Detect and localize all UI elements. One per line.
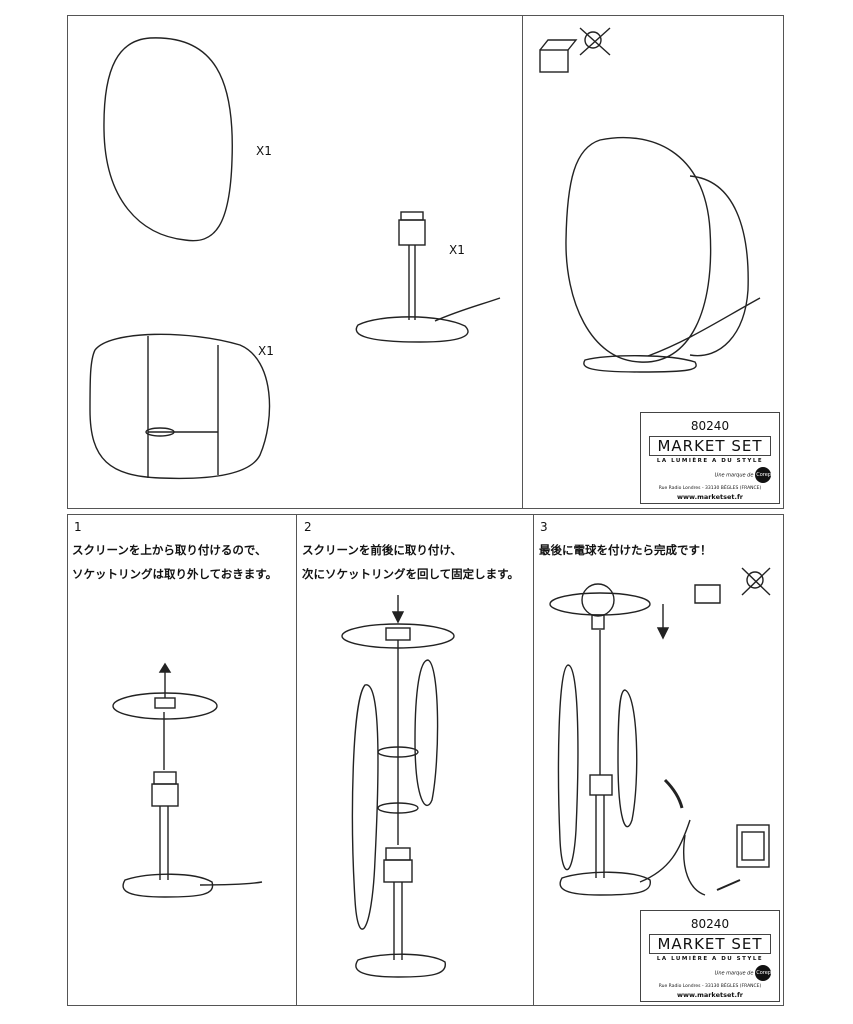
- wide-shade-illustration: [89, 333, 271, 480]
- brand-box-bottom: 80240 MARKET SET LA LUMIÈRE A DU STYLE U…: [640, 910, 780, 1002]
- brand-box-top: 80240 MARKET SET LA LUMIÈRE A DU STYLE U…: [640, 412, 780, 504]
- step-1-illustration: [112, 662, 263, 898]
- brand-tagline: LA LUMIÈRE A DU STYLE: [656, 956, 764, 962]
- tall-shade-quantity: X1: [256, 144, 272, 158]
- assembled-panel: [522, 15, 784, 509]
- step-2-number: 2: [304, 520, 312, 534]
- brand-address: Rue Radio Londres - 33130 BÈGLES (FRANCE…: [658, 984, 762, 989]
- step-3-text: 最後に電球を付けたら完成です！: [539, 538, 712, 562]
- step-1-line-1: スクリーンを上から取り付けるので、: [72, 543, 267, 557]
- brand-parent: Une marque de Corep: [641, 965, 771, 981]
- step-3-number: 3: [540, 520, 548, 534]
- step-2-line-1: スクリーンを前後に取り付け、: [302, 543, 462, 557]
- wide-shade-quantity: X1: [258, 344, 274, 358]
- step-1-number: 1: [74, 520, 82, 534]
- step-1-text: スクリーンを上から取り付けるので、ソケットリングは取り外しておきます。: [72, 538, 277, 586]
- assembled-lamp-illustration: [539, 27, 761, 373]
- product-code: 80240: [690, 917, 730, 931]
- brand-website: www.marketset.fr: [677, 493, 743, 501]
- parent-label: Une marque de: [714, 472, 754, 479]
- product-code: 80240: [690, 419, 730, 433]
- parent-label: Une marque de: [714, 970, 754, 977]
- brand-tagline: LA LUMIÈRE A DU STYLE: [656, 458, 764, 464]
- brand-logo: MARKET SET: [649, 934, 771, 954]
- brand-address: Rue Radio Londres - 33130 BÈGLES (FRANCE…: [658, 486, 762, 491]
- base-quantity: X1: [449, 243, 465, 257]
- step-2-illustration: [341, 595, 455, 978]
- step-3-line-1: 最後に電球を付けたら完成です！: [539, 543, 712, 557]
- step-2-line-2: 次にソケットリングを回して固定します。: [302, 567, 520, 581]
- step-3-panel: [533, 514, 784, 1006]
- lamp-base-illustration: [355, 211, 501, 343]
- tall-shade-illustration: [103, 37, 233, 242]
- brand-website: www.marketset.fr: [677, 991, 743, 999]
- corep-logo: Corep: [755, 467, 771, 483]
- step-3-illustration: [549, 567, 771, 896]
- step-1-line-2: ソケットリングは取り外しておきます。: [72, 567, 278, 581]
- brand-logo: MARKET SET: [649, 436, 771, 456]
- brand-parent: Une marque de Corep: [641, 467, 771, 483]
- corep-logo: Corep: [755, 965, 771, 981]
- step-2-text: スクリーンを前後に取り付け、次にソケットリングを回して固定します。: [302, 538, 519, 586]
